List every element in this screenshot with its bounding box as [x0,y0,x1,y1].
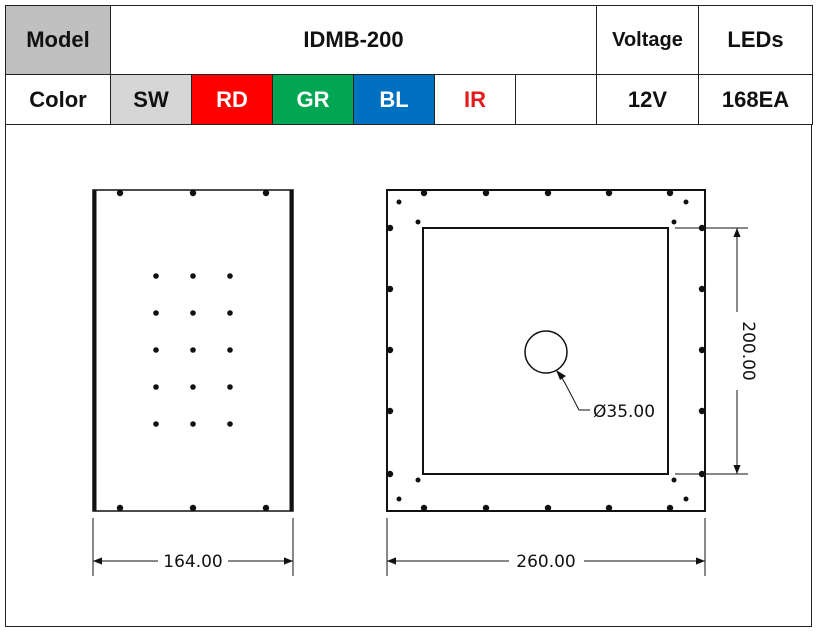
hole-diameter-callout: Ø35.00 [556,370,655,422]
mounting-hole [386,285,394,293]
front-mounting-holes [386,189,706,512]
mounting-hole [420,189,428,197]
led-dot [153,384,159,390]
corner-hole [683,496,689,502]
mounting-hole [386,224,394,232]
corner-hole [415,477,421,483]
mounting-hole [189,189,197,197]
front-height-label: 200.00 [738,321,758,380]
leds-value: 168EA [698,74,813,125]
corner-hole [671,219,677,225]
color-swatch-empty [515,74,597,125]
color-label: Color [5,74,111,125]
side-width-dimension: 164.00 [92,518,294,576]
mounting-hole [189,504,197,512]
mounting-hole [605,504,613,512]
corner-hole [683,199,689,205]
led-dot [190,273,196,279]
mounting-hole [116,189,124,197]
mounting-hole [386,407,394,415]
mounting-hole [698,346,706,354]
led-dot [190,347,196,353]
mounting-hole [544,189,552,197]
color-swatch-gr: GR [272,74,354,125]
mounting-hole [262,189,270,197]
led-dot [153,273,159,279]
mounting-hole [605,189,613,197]
front-width-label: 260.00 [516,552,575,572]
mounting-hole [666,504,674,512]
led-dot [153,347,159,353]
led-dot [227,347,233,353]
led-dot [190,384,196,390]
mounting-hole [386,346,394,354]
color-swatch-ir: IR [434,74,516,125]
side-edge-holes [116,189,270,512]
color-swatch-bl: BL [353,74,435,125]
front-view [386,189,706,512]
led-dot [190,421,196,427]
drawing-frame [5,124,812,627]
side-width-label: 164.00 [163,552,222,572]
hole-diameter-label: Ø35.00 [593,402,655,422]
led-dot [227,421,233,427]
front-view-inner [422,227,669,475]
color-swatch-sw: SW [110,74,192,125]
corner-hole [671,477,677,483]
spec-table: Model IDMB-200 Voltage LEDs Color SW RD … [5,5,813,125]
led-grid [153,273,233,427]
mounting-hole [386,470,394,478]
center-hole [524,330,568,374]
mounting-hole [544,504,552,512]
leader-arrow [556,370,566,380]
led-dot [227,273,233,279]
model-label: Model [5,5,111,75]
led-dot [153,310,159,316]
mounting-hole [482,504,490,512]
side-view [92,189,294,512]
mounting-hole [666,189,674,197]
mounting-hole [482,189,490,197]
mounting-hole [698,285,706,293]
voltage-value: 12V [596,74,699,125]
color-swatch-rd: RD [191,74,273,125]
led-dot [190,310,196,316]
mounting-hole [698,407,706,415]
corner-hole [396,199,402,205]
led-dot [153,421,159,427]
led-dot [227,384,233,390]
front-width-dimension: 260.00 [386,518,706,576]
front-height-dimension: 200.00 [675,227,758,475]
mounting-hole [116,504,124,512]
mounting-hole [420,504,428,512]
corner-hole [415,219,421,225]
mounting-hole [262,504,270,512]
leader-line [561,377,590,411]
led-dot [227,310,233,316]
corner-hole [396,496,402,502]
voltage-label: Voltage [596,5,699,75]
